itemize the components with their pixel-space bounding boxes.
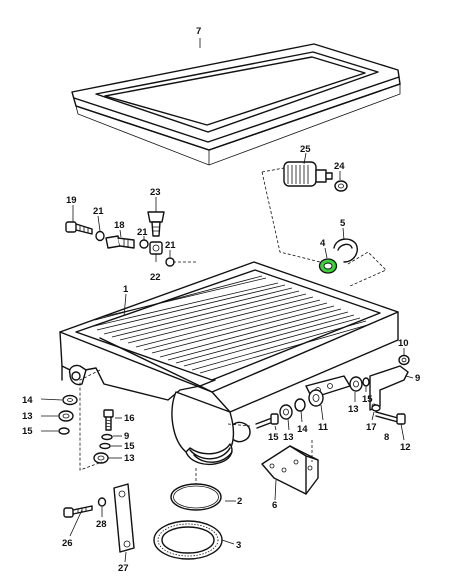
part-13-mount-left xyxy=(58,410,74,422)
part-5-hose-clamp xyxy=(333,238,358,263)
part-11-bushing xyxy=(308,389,324,407)
callout-24: 24 xyxy=(334,161,345,172)
part-6-bracket xyxy=(261,445,319,495)
callout-15c: 15 xyxy=(268,432,279,443)
callout-22: 22 xyxy=(150,272,161,283)
callout-23: 23 xyxy=(150,187,161,198)
callout-26: 26 xyxy=(62,538,73,549)
callout-13d: 13 xyxy=(348,404,359,415)
callout-25: 25 xyxy=(300,144,311,155)
part-21-washer-c xyxy=(165,257,175,267)
leader-lines xyxy=(40,38,414,563)
callout-5: 5 xyxy=(340,218,346,229)
part-28-washer xyxy=(97,497,107,507)
callout-21b: 21 xyxy=(137,227,148,238)
callout-19: 19 xyxy=(66,195,77,206)
callout-2: 2 xyxy=(237,496,242,507)
callout-15a: 15 xyxy=(22,426,33,437)
part-24-seal-ring xyxy=(334,180,348,192)
callout-13b: 13 xyxy=(124,453,135,464)
callout-15b: 15 xyxy=(124,441,135,452)
callout-9b: 9 xyxy=(415,373,420,384)
part-14-bushing-left xyxy=(62,394,78,406)
part-14-bushing-mid xyxy=(294,398,306,412)
part-23-temp-sensor xyxy=(147,211,165,237)
part-12-bolt xyxy=(375,411,406,425)
callout-labels: 7 25 24 23 19 21 18 5 21 21 4 22 1 10 9 … xyxy=(22,26,420,574)
part-15-washer-left xyxy=(58,427,70,435)
callout-13a: 13 xyxy=(22,411,33,422)
callout-21a: 21 xyxy=(93,206,104,217)
part-13-mount-left-b xyxy=(93,452,109,464)
part-17-washer xyxy=(371,404,381,412)
part-2-o-ring xyxy=(170,483,222,511)
part-18-sensor xyxy=(105,235,135,249)
part-4-hose-highlighted xyxy=(318,258,338,274)
part-15-washer-right xyxy=(362,377,370,387)
callout-28: 28 xyxy=(96,519,107,530)
callout-27: 27 xyxy=(118,563,129,574)
callout-14b: 14 xyxy=(297,424,308,435)
part-19-bolt xyxy=(65,221,93,235)
part-13-mount-right xyxy=(349,376,363,392)
callout-12: 12 xyxy=(400,442,411,453)
callout-7: 7 xyxy=(196,26,201,37)
callout-8: 8 xyxy=(384,432,389,443)
callout-10: 10 xyxy=(398,338,409,349)
callout-15d: 15 xyxy=(362,394,373,405)
part-25-pressure-sensor xyxy=(283,161,333,187)
part-9-bracket-strap xyxy=(369,365,409,411)
callout-21c: 21 xyxy=(165,240,176,251)
part-15-washer-left-b xyxy=(99,442,111,450)
callout-17: 17 xyxy=(366,422,377,433)
callout-18: 18 xyxy=(114,220,125,231)
callout-4: 4 xyxy=(320,238,326,249)
part-7-cover-frame xyxy=(71,43,401,166)
callout-14a: 14 xyxy=(22,395,33,406)
part-21-washer-a xyxy=(95,230,105,242)
callout-16: 16 xyxy=(124,413,135,424)
part-3-gasket xyxy=(153,520,223,560)
callout-6: 6 xyxy=(272,500,277,511)
part-1-intercooler xyxy=(59,261,399,466)
part-13-mount-mid xyxy=(279,404,293,420)
part-26-bolt xyxy=(63,505,93,518)
callout-13c: 13 xyxy=(283,432,294,443)
part-22-nut xyxy=(149,241,163,255)
part-9-washer-left xyxy=(101,433,113,441)
part-10-nut xyxy=(398,354,410,366)
part-16-bolt xyxy=(103,409,114,431)
callout-1: 1 xyxy=(123,284,129,295)
callout-9a: 9 xyxy=(124,431,129,442)
callout-3: 3 xyxy=(236,540,241,551)
part-21-washer-b xyxy=(139,239,149,249)
part-27-strap xyxy=(113,483,135,553)
callout-11: 11 xyxy=(318,422,329,433)
part-15-bolt-right xyxy=(255,413,279,429)
